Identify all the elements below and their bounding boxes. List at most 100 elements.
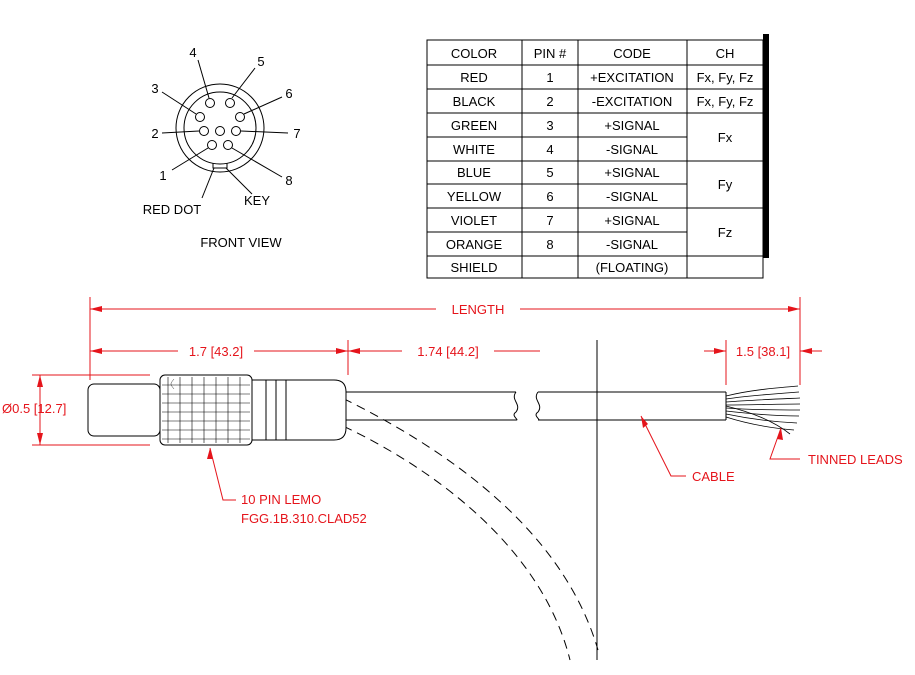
callouts: 10 PIN LEMO FGG.1B.310.CLAD52 CABLE TINN… — [207, 415, 903, 526]
cell-color: BLUE — [457, 165, 491, 180]
cell-ch: Fx, Fy, Fz — [697, 70, 754, 85]
pin-label-4: 4 — [189, 45, 196, 60]
cell-pin: 7 — [546, 213, 553, 228]
leader-pin-3 — [161, 91, 197, 115]
cell-code: -SIGNAL — [606, 142, 658, 157]
leads-callout: TINNED LEADS — [808, 452, 903, 467]
pin-hole-1 — [207, 140, 217, 150]
arrowhead — [37, 433, 43, 445]
diameter-label: Ø0.5 [12.7] — [2, 401, 66, 416]
key-label: KEY — [244, 193, 270, 208]
leader-pin-7 — [240, 130, 289, 134]
leader-pin-1 — [171, 147, 209, 171]
cell-code: (FLOATING) — [596, 260, 669, 275]
connector-collar — [251, 379, 267, 441]
cell-code: -SIGNAL — [606, 237, 658, 252]
cell-color: ORANGE — [446, 237, 503, 252]
front-view-caption: FRONT VIEW — [200, 235, 282, 250]
arrowhead — [800, 348, 812, 354]
cell-code: -SIGNAL — [606, 189, 658, 204]
pin-label-2: 2 — [151, 126, 158, 141]
cell-pin: 5 — [546, 165, 553, 180]
leader-key — [225, 167, 253, 195]
cable-bend-dashed — [329, 391, 599, 651]
cable-break-left — [513, 391, 519, 421]
strain-relief-length-label: 1.74 [44.2] — [417, 344, 478, 359]
pin-label-6: 6 — [285, 86, 292, 101]
table-border — [426, 39, 764, 279]
cell-pin: 4 — [546, 142, 553, 157]
connector-body — [265, 379, 347, 441]
table-shadow-top — [427, 34, 769, 40]
pin-hole-2 — [199, 126, 209, 136]
connector-callout-leader — [209, 447, 236, 501]
pin-label-1: 1 — [159, 168, 166, 183]
leader-pin-6 — [243, 96, 283, 115]
pin-label-8: 8 — [285, 173, 292, 188]
cell-code: +SIGNAL — [604, 213, 659, 228]
connector-knurled-grip — [159, 374, 253, 446]
pin-hole-7 — [231, 126, 241, 136]
connector-callout-line1: 10 PIN LEMO — [241, 492, 321, 507]
cell-color: GREEN — [451, 118, 497, 133]
cell-color: VIOLET — [451, 213, 497, 228]
length-label: LENGTH — [452, 302, 505, 317]
pin-table: COLOR PIN # CODE CH RED 1 +EXCITATION Fx… — [426, 34, 769, 279]
arrowhead — [90, 348, 102, 354]
cell-ch-merged: Fy — [718, 177, 733, 192]
leads-callout-leader — [769, 427, 800, 460]
pin-hole-4 — [205, 98, 215, 108]
arrowhead — [37, 375, 43, 387]
pin-hole-5 — [225, 98, 235, 108]
cable-side-view — [87, 340, 801, 661]
pin-label-3: 3 — [151, 81, 158, 96]
arrowhead — [788, 306, 800, 312]
key-notch — [212, 163, 228, 169]
connector-callout-line2: FGG.1B.310.CLAD52 — [241, 511, 367, 526]
cell-pin: 2 — [546, 94, 553, 109]
table-shadow-right — [763, 34, 769, 258]
connector-outer-ring — [175, 83, 265, 173]
cell-pin: 6 — [546, 189, 553, 204]
connector-length-label: 1.7 [43.2] — [189, 344, 243, 359]
lead-length-label: 1.5 [38.1] — [736, 344, 790, 359]
cell-code: -EXCITATION — [592, 94, 672, 109]
arrowhead — [714, 348, 726, 354]
leader-red-dot — [201, 167, 215, 199]
cell-code: +SIGNAL — [604, 165, 659, 180]
cable-callout-leader — [640, 415, 686, 477]
cell-pin: 3 — [546, 118, 553, 133]
pin-hole-8 — [223, 140, 233, 150]
arrowhead — [777, 428, 783, 440]
header-code: CODE — [613, 46, 651, 61]
cable-bend-dashed — [329, 419, 571, 661]
cell-color: SHIELD — [451, 260, 498, 275]
cable-break-right — [535, 391, 541, 421]
cell-color: RED — [460, 70, 487, 85]
leader-pin-5 — [231, 67, 256, 99]
cell-color: WHITE — [453, 142, 495, 157]
cell-code: +EXCITATION — [590, 70, 674, 85]
header-ch: CH — [716, 46, 735, 61]
connector-inner-ring — [183, 91, 257, 165]
cell-code: +SIGNAL — [604, 118, 659, 133]
cell-ch-merged: Fx — [718, 130, 733, 145]
arrowhead — [336, 348, 348, 354]
red-dot-label: RED DOT — [143, 202, 202, 217]
cell-pin: 8 — [546, 237, 553, 252]
tinned-leads — [725, 385, 801, 435]
cell-pin: 1 — [546, 70, 553, 85]
pin-hole-center — [215, 126, 225, 136]
connector-rear-cap — [87, 383, 161, 437]
arrowhead — [348, 348, 360, 354]
pin-hole-3 — [195, 112, 205, 122]
cable-callout: CABLE — [692, 469, 735, 484]
arrowhead — [90, 306, 102, 312]
knurl-pattern — [162, 377, 250, 443]
cell-ch-merged: Fz — [718, 225, 732, 240]
cell-color: BLACK — [453, 94, 496, 109]
cell-ch: Fx, Fy, Fz — [697, 94, 754, 109]
arrowhead — [207, 448, 213, 459]
leader-pin-4 — [197, 59, 210, 99]
